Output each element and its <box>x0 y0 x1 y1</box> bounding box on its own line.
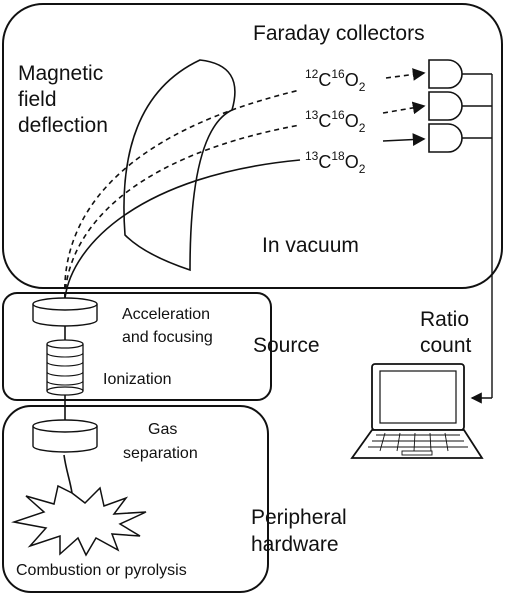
vacuum-chamber-box <box>2 3 503 289</box>
magnetic-label-line3: deflection <box>18 114 108 137</box>
beam-path-13c18o2 <box>64 159 301 299</box>
magnetic-label-line2: field <box>18 88 57 111</box>
isotope-label-13c16o2: 13C16O2 <box>305 108 366 135</box>
arrow-13c16o2 <box>382 101 426 115</box>
peripheral-label-line2: hardware <box>251 533 339 556</box>
peripheral-box <box>2 405 269 593</box>
magnetic-label-line1: Magnetic <box>18 62 103 85</box>
acceleration-lens <box>32 297 98 327</box>
faraday-cup-3 <box>428 123 463 153</box>
combustion-burst-icon <box>11 484 147 557</box>
faraday-cup-1 <box>428 59 463 89</box>
beam-path-13c16o2 <box>64 124 301 299</box>
column-to-combustion <box>63 454 73 494</box>
gas-separation-label-line1: Gas <box>148 421 177 438</box>
source-box <box>2 292 272 401</box>
magnet-sector <box>123 59 236 272</box>
ionization-stack <box>46 339 84 396</box>
gas-separation-column <box>32 419 98 453</box>
faraday-cup-2 <box>428 91 463 121</box>
laptop-icon <box>350 363 484 459</box>
peripheral-label-line1: Peripheral <box>251 506 347 529</box>
acceleration-label-line1: Acceleration <box>122 306 210 323</box>
ratio-count-label-line2: count <box>420 334 472 357</box>
source-label: Source <box>253 334 320 357</box>
arrow-12c16o2 <box>385 68 426 81</box>
combustion-label: Combustion or pyrolysis <box>16 562 187 579</box>
in-vacuum-label: In vacuum <box>262 234 359 257</box>
ionization-label: Ionization <box>103 371 172 388</box>
arrow-13c18o2 <box>382 133 426 146</box>
isotope-label-12c16o2: 12C16O2 <box>305 67 366 94</box>
isotope-label-13c18o2: 13C18O2 <box>305 149 366 176</box>
acceleration-label-line2: and focusing <box>122 329 213 346</box>
faraday-collectors-label: Faraday collectors <box>253 22 425 45</box>
gas-separation-label-line2: separation <box>123 445 198 462</box>
ratio-count-label-line1: Ratio <box>420 308 469 331</box>
beam-path-12c16o2 <box>64 89 301 299</box>
